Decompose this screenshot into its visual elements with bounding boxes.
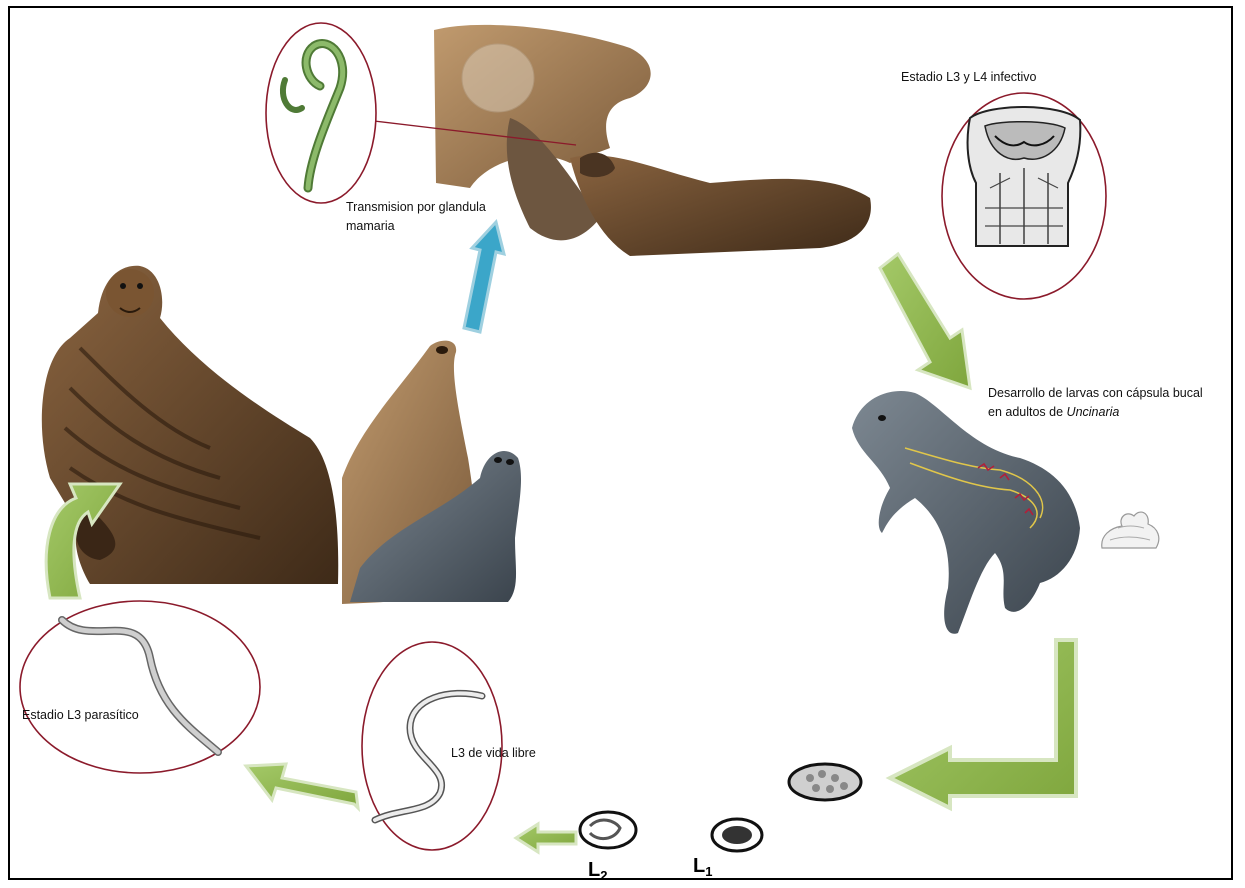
arrow-green-down-right xyxy=(880,254,970,388)
arrow-green-small-l2 xyxy=(516,824,576,852)
label-estadio-infectivo: Estadio L3 y L4 infectivo xyxy=(901,68,1037,87)
label-l3-parasitico: Estadio L3 parasítico xyxy=(22,706,139,725)
nursing-sea-lions xyxy=(434,25,871,256)
infected-pup xyxy=(852,391,1080,634)
arrow-green-elbow xyxy=(890,640,1076,808)
arrow-green-left xyxy=(246,764,358,808)
worm-circle-top xyxy=(266,23,376,203)
egg-icon xyxy=(789,764,861,800)
label-l3-vida-libre: L3 de vida libre xyxy=(451,744,536,763)
life-cycle-diagram: L1 L2 xyxy=(10,8,1235,882)
label-desarrollo: Desarrollo de larvas con cápsula bucal e… xyxy=(988,384,1203,422)
arrow-blue-up xyxy=(464,222,504,332)
adult-male-sea-lion xyxy=(42,266,338,584)
egg-l1-icon xyxy=(712,819,762,851)
stage-l2-label: L2 xyxy=(588,859,607,882)
worm-circle-bottom-left xyxy=(20,601,260,773)
feces-icon xyxy=(1102,512,1159,548)
two-sea-lions xyxy=(342,341,521,604)
egg-l2-icon xyxy=(580,812,636,848)
hookworm-head-circle xyxy=(942,93,1106,299)
stage-l1-label: L1 xyxy=(693,855,712,879)
label-transmision: Transmision por glandula mamaria xyxy=(346,198,486,236)
diagram-frame: L1 L2 Transmision por glandula mamaria E… xyxy=(8,6,1233,880)
hookworm-head-icon xyxy=(968,107,1081,246)
